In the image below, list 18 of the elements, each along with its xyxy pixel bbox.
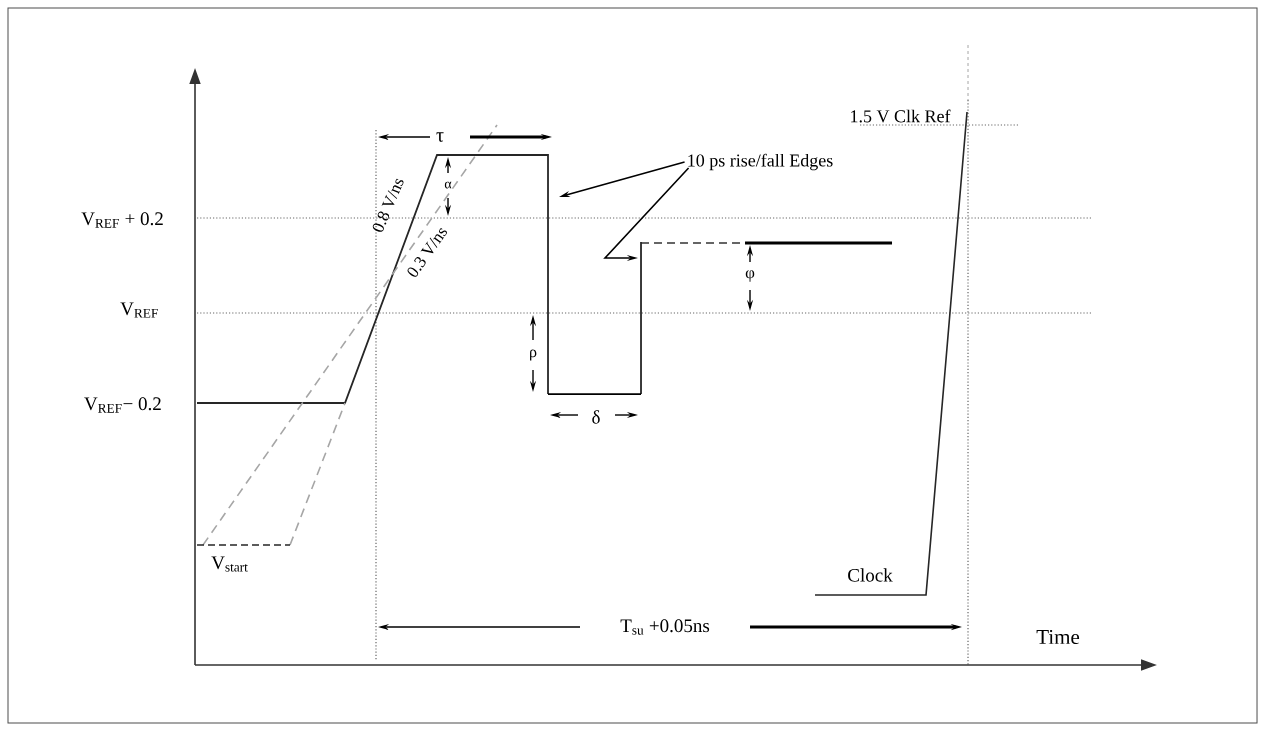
label: V$_{REF}$− 0.2	[84, 397, 161, 413]
signal-edge	[640, 242, 642, 394]
label: 0.3 V/ns	[407, 228, 447, 277]
signal-edge	[547, 154, 549, 394]
label: V$_{REF}$ + 0.2	[81, 212, 163, 228]
label: Clock	[848, 568, 893, 582]
label: φ	[745, 270, 755, 282]
label: V$_{start}$	[211, 556, 248, 572]
label: τ	[436, 132, 444, 142]
label: 0.8 V/ns	[372, 178, 404, 232]
label: V$_{REF}$	[120, 302, 158, 318]
label: 1.5 V Clk Ref	[851, 109, 951, 123]
label: T$_{su}$ +0.05ns	[620, 619, 710, 635]
label: α	[444, 181, 452, 189]
callout-text: 10 ps rise/fall Edges	[688, 153, 833, 171]
label: δ	[592, 410, 600, 424]
signal-waveform	[547, 393, 642, 396]
label: Time	[1036, 629, 1080, 645]
